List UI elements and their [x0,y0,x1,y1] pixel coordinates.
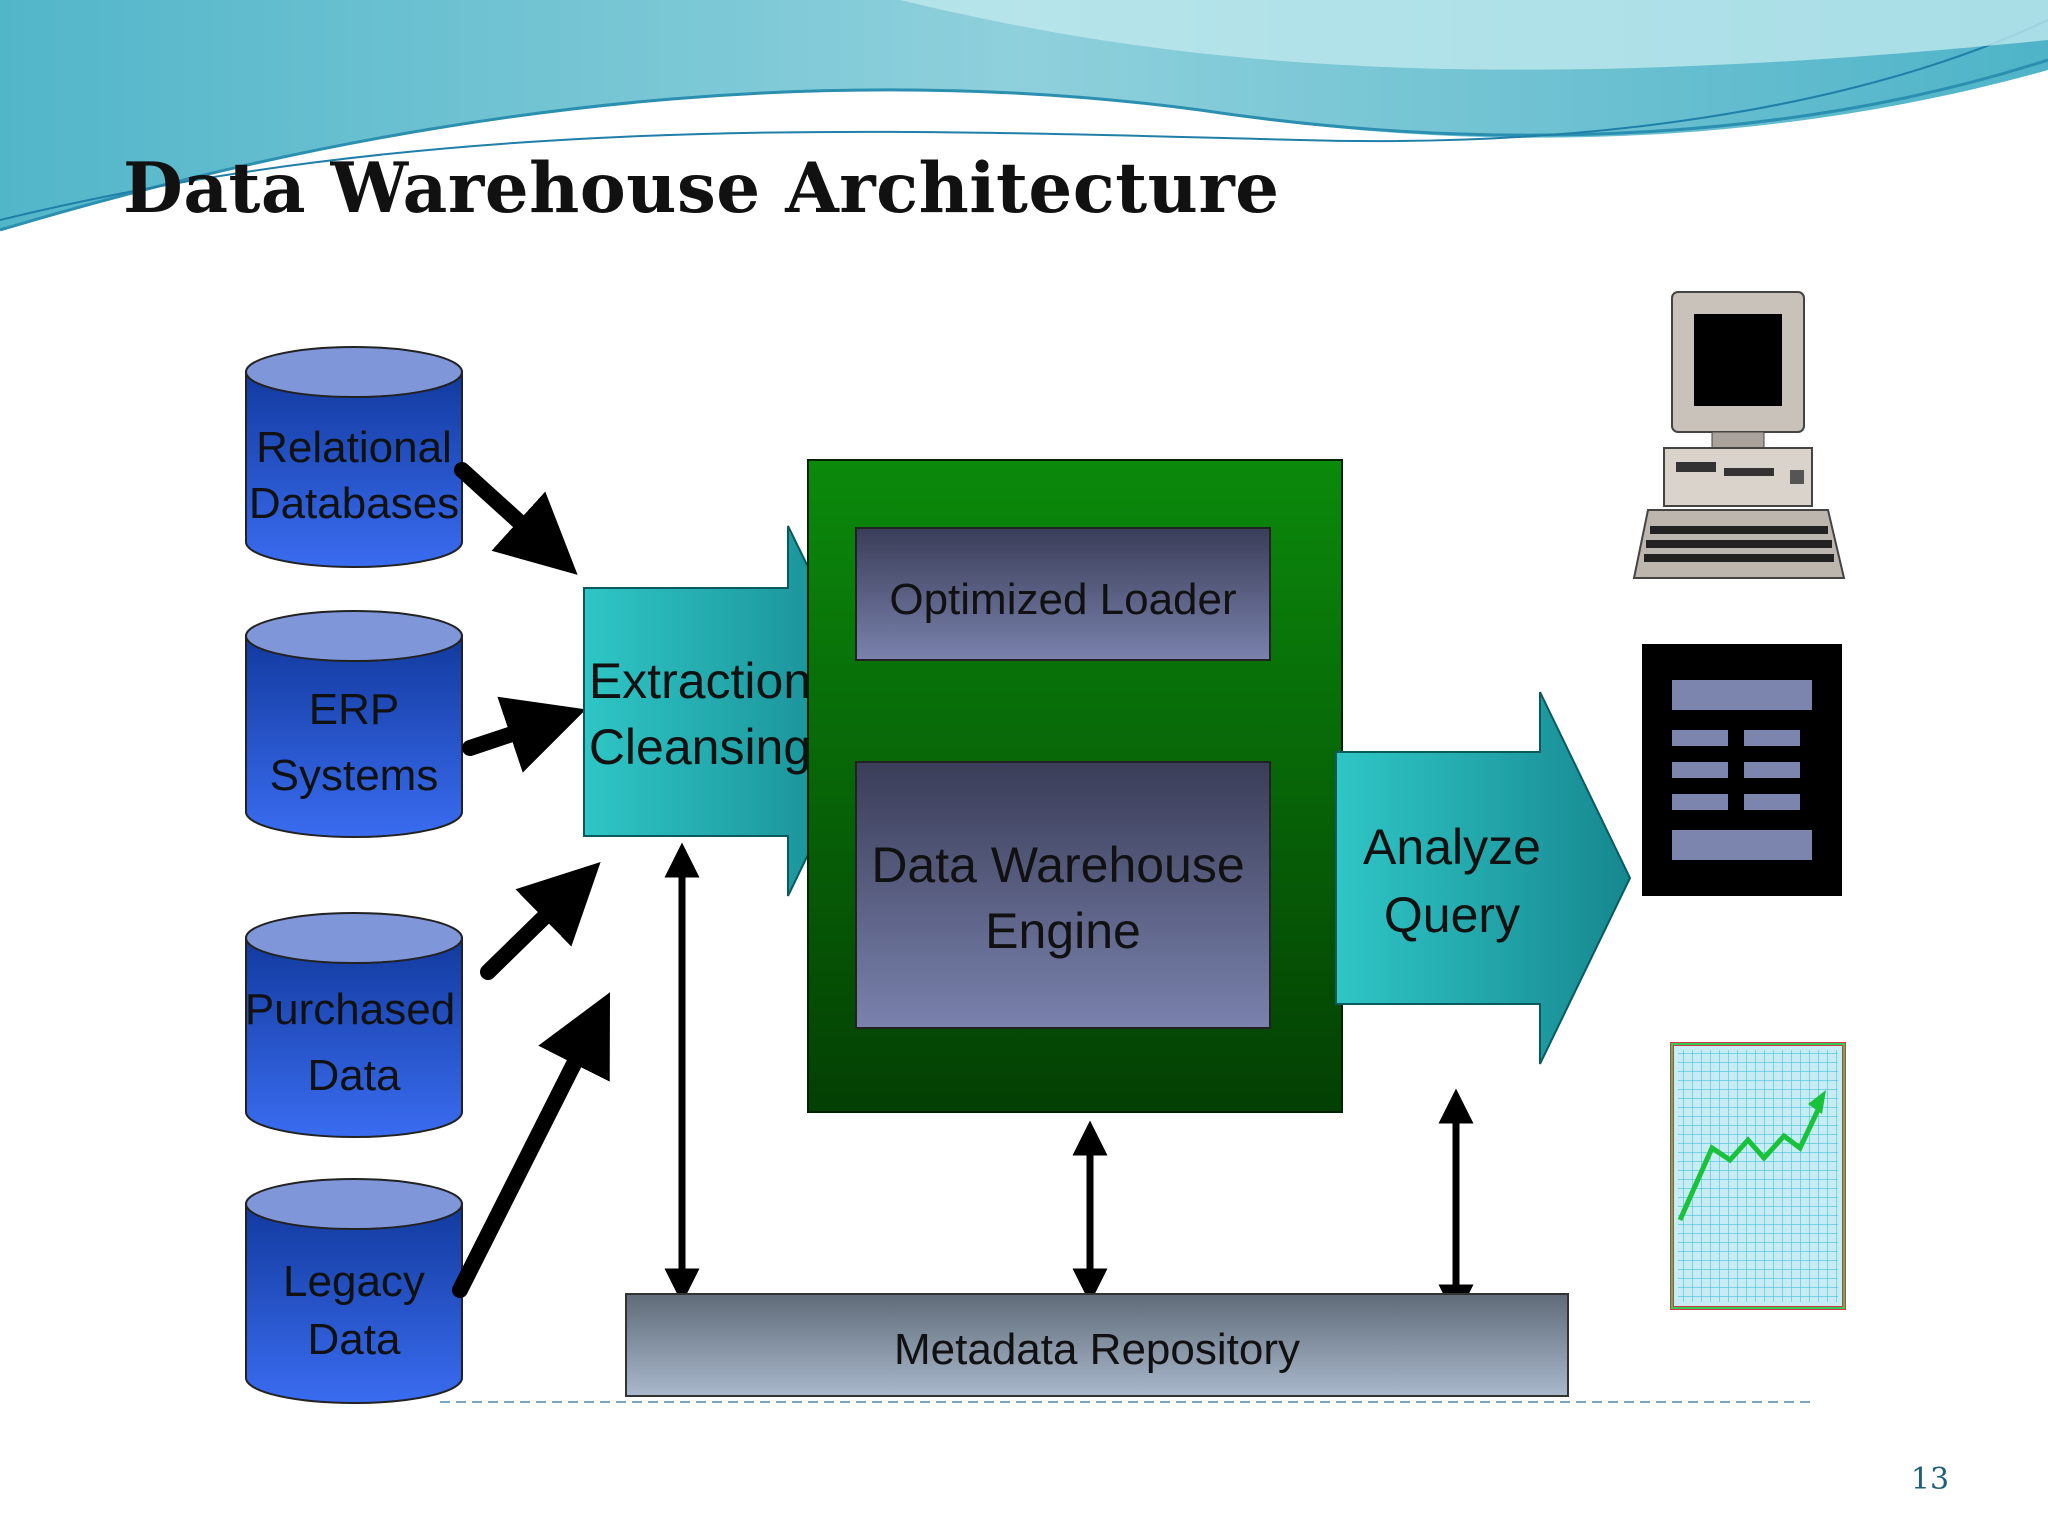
metadata-links [664,842,1474,1320]
engine-label: Data Warehouse [871,837,1244,893]
slide-title: Data Warehouse Architecture [123,148,1280,229]
source-label: Systems [270,751,439,800]
flow-arrow [454,462,578,575]
source-legacy-data: Legacy Data [245,1178,463,1404]
source-label: Data [308,1315,401,1364]
optimized-loader-box [855,527,1271,661]
query-label: Query [1384,887,1520,943]
extraction-cleansing-arrow: Extraction Cleansing [583,525,880,897]
line-chart-icon [1670,1042,1846,1310]
report-document-icon [1642,644,1842,896]
source-label: Relational [256,423,452,472]
source-label: Data [308,1051,401,1100]
desktop-computer-icon [1632,291,1846,579]
source-relational-databases: Relational Databases [245,346,463,568]
source-label: Databases [249,479,459,528]
cleansing-label: Cleansing [589,719,811,775]
flow-arrow [452,992,610,1298]
header-wave-decoration [0,0,2048,232]
metadata-label: Metadata Repository [894,1325,1300,1374]
source-label: ERP [309,685,399,734]
flow-arrow [462,696,586,773]
warehouse-engine-box [855,761,1271,1029]
source-label: Purchased [245,985,455,1034]
source-flow-arrows [452,462,610,1298]
data-warehouse-block: Optimized Loader Data Warehouse Engine [807,459,1343,1113]
optimized-loader-label: Optimized Loader [889,575,1236,624]
page-number: 13 [1910,1462,1950,1497]
analyze-label: Analyze [1363,819,1541,875]
extraction-label: Extraction [589,653,811,709]
source-label: Legacy [283,1257,425,1306]
engine-label: Engine [985,903,1141,959]
analyze-query-arrow: Analyze Query [1335,691,1632,1065]
metadata-repository: Metadata Repository [625,1293,1569,1397]
flow-arrow [480,862,601,980]
source-purchased-data: Purchased Data [245,912,463,1138]
source-erp-systems: ERP Systems [245,610,463,838]
